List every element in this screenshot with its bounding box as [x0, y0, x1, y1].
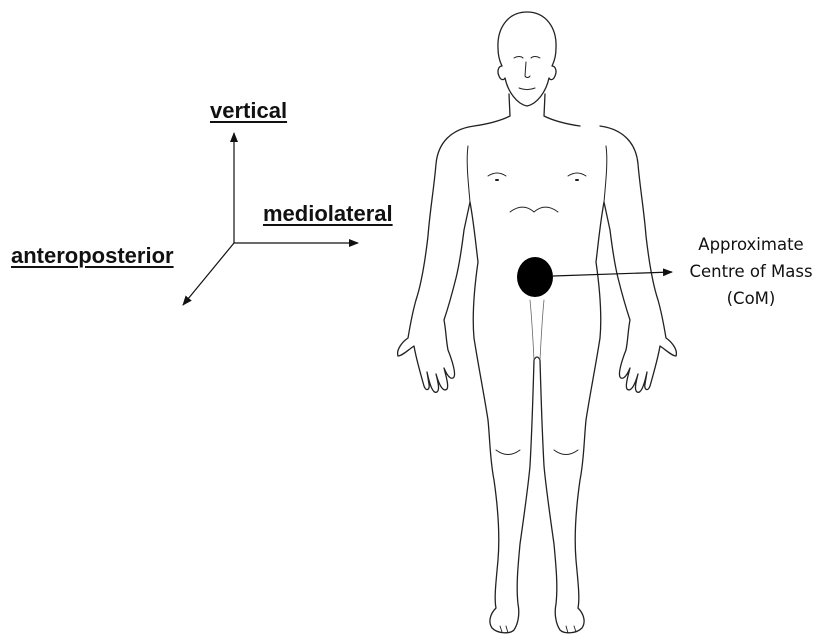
anteroposterior-label: anteroposterior — [11, 245, 174, 267]
body-outline — [398, 126, 677, 633]
human-figure — [398, 12, 677, 633]
com-label: Approximate Centre of Mass (CoM) — [676, 231, 826, 312]
neck-outline — [474, 94, 580, 126]
com-label-line1: Approximate — [676, 231, 826, 258]
anteroposterior-axis-arrow — [183, 243, 234, 305]
vertical-label: vertical — [210, 100, 287, 122]
com-label-line2: Centre of Mass — [676, 258, 826, 285]
com-pointer-arrow — [553, 272, 672, 276]
centre-of-mass-dot — [517, 257, 553, 297]
com-label-line3: (CoM) — [676, 285, 826, 312]
mediolateral-label: mediolateral — [263, 203, 393, 225]
head-outline — [498, 12, 556, 106]
